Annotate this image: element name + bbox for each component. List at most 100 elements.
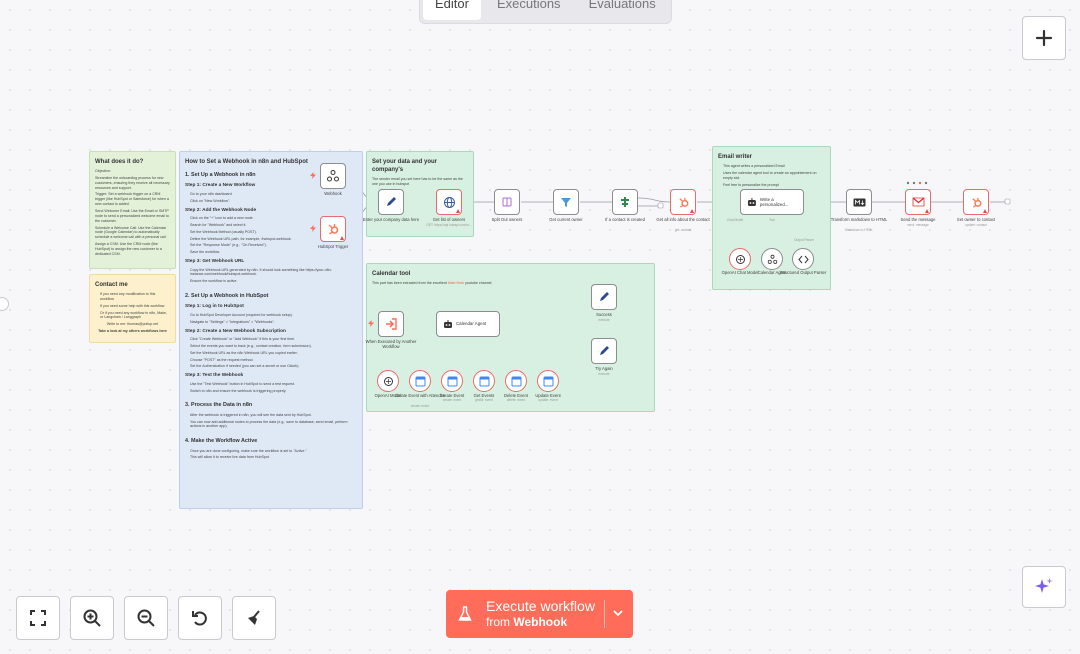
sticky-text: Choose "POST" as the request method. xyxy=(190,357,254,362)
node-calendar-agent-tool[interactable] xyxy=(761,248,783,270)
tab-executions[interactable]: Executions xyxy=(496,0,561,11)
node-enter-company-data[interactable] xyxy=(378,189,404,215)
tidy-up-button[interactable] xyxy=(232,596,276,640)
sticky-subheading: Step 1: Log in to HubSpot xyxy=(185,304,244,310)
node-hubspot-trigger[interactable] xyxy=(320,216,346,242)
webhook-icon xyxy=(767,254,777,264)
sticky-text: Assign a CSM: Use the CRM node (like Hub… xyxy=(95,242,162,256)
node-create-event[interactable] xyxy=(441,370,463,392)
warning-icon xyxy=(690,209,694,213)
node-success[interactable] xyxy=(591,284,617,310)
warning-icon xyxy=(456,209,460,213)
sticky-text: Once you are done configuring, make sure… xyxy=(190,448,307,453)
sticky-text: Feel free to personalize the prompt xyxy=(723,182,779,187)
sticky-how-to-webhook[interactable]: How to Set a Webhook in n8n and HubSpot … xyxy=(179,151,363,509)
node-if-contact-created[interactable] xyxy=(612,189,638,215)
openai-icon xyxy=(735,254,745,264)
node-subtitle: execute xyxy=(598,318,610,322)
robot-icon xyxy=(444,320,452,328)
node-send-message[interactable] xyxy=(905,189,931,215)
add-node-button[interactable] xyxy=(1022,16,1066,60)
sticky-subheading: Step 3: Test the Webhook xyxy=(185,373,244,379)
sticky-text: Set the "Response Mode" (e.g., "On Recei… xyxy=(190,243,267,248)
pencil-icon xyxy=(600,292,609,301)
sticky-text: Uses the calendar agent tool to create a… xyxy=(723,170,817,180)
node-delete-event[interactable] xyxy=(505,370,527,392)
node-label: Get Events xyxy=(473,393,495,398)
sticky-text: Schedule a Welcome Call: Use the Calenda… xyxy=(95,225,167,240)
execute-from-prefix: from xyxy=(486,615,510,630)
sticky-text: Trigger: Set a webhook trigger on a CRM … xyxy=(95,192,169,207)
tab-evaluations[interactable]: Evaluations xyxy=(588,0,656,11)
node-subtitle: create: event xyxy=(442,398,462,402)
flask-icon xyxy=(458,606,472,621)
chevron-down-icon[interactable] xyxy=(613,609,623,617)
sticky-text: Write to me: thomas@pollup.net xyxy=(106,322,159,327)
sticky-heading: 2. Set Up a Webhook in HubSpot xyxy=(185,293,269,300)
node-webhook[interactable] xyxy=(320,163,346,189)
node-label: OpenAI Chat Model xyxy=(721,270,759,275)
sticky-title: Calendar tool xyxy=(372,271,411,277)
trigger-bolt-icon xyxy=(368,320,374,327)
node-label: Set owner to contact xyxy=(956,217,996,222)
node-transform-markdown[interactable] xyxy=(846,189,872,215)
hubspot-icon xyxy=(328,224,339,235)
zoom-in-button[interactable] xyxy=(70,596,114,640)
sticky-contact-me[interactable]: Contact me If you need any modification … xyxy=(89,274,176,343)
sticky-text: You can now add additional nodes to proc… xyxy=(190,419,348,429)
ask-ai-button[interactable] xyxy=(1022,566,1066,608)
execute-from-node: Webhook xyxy=(513,615,568,630)
node-get-contact-info[interactable] xyxy=(670,189,696,215)
sticky-subheading: Step 2: Create a New Webhook Subscriptio… xyxy=(185,328,286,334)
node-label: Success xyxy=(596,312,612,317)
node-execute-workflow-trigger[interactable] xyxy=(378,311,404,337)
node-get-current-owner[interactable] xyxy=(553,189,579,215)
trigger-bolt-icon xyxy=(310,225,316,232)
execute-workflow-button[interactable]: Execute workflow from Webhook xyxy=(446,590,633,638)
connector-label: Chat Model xyxy=(726,218,744,222)
sticky-text: Search for "Webhook" and select it. xyxy=(190,222,247,227)
trigger-bolt-icon xyxy=(310,172,316,179)
sticky-text: Set the Webhook URL as the n8n Webhook U… xyxy=(190,350,298,355)
sticky-text-part: youtube channel xyxy=(465,281,492,286)
sticky-link[interactable]: Take a look at my others workflows here xyxy=(98,329,167,334)
zoom-to-fit-button[interactable] xyxy=(16,596,60,640)
google-calendar-icon xyxy=(543,376,553,386)
sticky-title: How to Set a Webhook in n8n and HubSpot xyxy=(185,159,308,165)
node-label: When Executed by Another Workflow xyxy=(365,339,417,350)
node-openai-chat-model[interactable] xyxy=(729,248,751,270)
sticky-text: Click on "New Workflow". xyxy=(190,198,231,203)
if-branch-icon xyxy=(621,197,629,207)
warning-icon xyxy=(983,209,987,213)
node-subtitle: update: event xyxy=(538,398,558,402)
zoom-out-button[interactable] xyxy=(124,596,168,640)
node-update-event[interactable] xyxy=(537,370,559,392)
node-structured-output-parser[interactable] xyxy=(792,248,814,270)
node-label: Delete Event xyxy=(504,393,528,398)
node-split-out-owners[interactable] xyxy=(494,189,520,215)
sticky-what-does-it-do[interactable]: What does it do? Objective: Streamline t… xyxy=(89,151,176,269)
sticky-subheading: Step 3: Get Webhook URL xyxy=(185,259,245,265)
reset-zoom-button[interactable] xyxy=(178,596,222,640)
node-create-event-attendee[interactable] xyxy=(409,370,431,392)
sticky-text: Click "Create Webhook" or "Add Webhook" … xyxy=(190,337,296,341)
node-try-again[interactable] xyxy=(591,338,617,364)
node-calendar-agent[interactable]: Calendar Agent xyxy=(436,311,500,337)
tab-editor[interactable]: Editor xyxy=(423,0,481,20)
node-label: Create Event xyxy=(439,393,465,398)
node-toolbar-icons[interactable] xyxy=(905,180,931,186)
pencil-icon xyxy=(600,346,609,355)
sticky-text: Streamline the onboarding process for ne… xyxy=(95,175,170,190)
node-set-owner-to-contact[interactable] xyxy=(963,189,989,215)
sticky-text: Save the workflow. xyxy=(190,250,220,255)
node-openai-model[interactable] xyxy=(377,370,399,392)
zoom-out-icon xyxy=(137,609,155,627)
node-get-list-of-owners[interactable] xyxy=(436,189,462,215)
node-label: Structured Output Parser xyxy=(779,270,827,275)
sticky-link[interactable]: Nate Herk xyxy=(447,281,465,286)
sticky-text: Define the Webhook URL path, for example… xyxy=(190,236,292,241)
node-write-personalized-email[interactable]: Write a personalized... xyxy=(740,189,804,215)
globe-icon xyxy=(443,196,455,208)
collapse-panel-handle[interactable] xyxy=(0,297,9,311)
node-get-events[interactable] xyxy=(473,370,495,392)
